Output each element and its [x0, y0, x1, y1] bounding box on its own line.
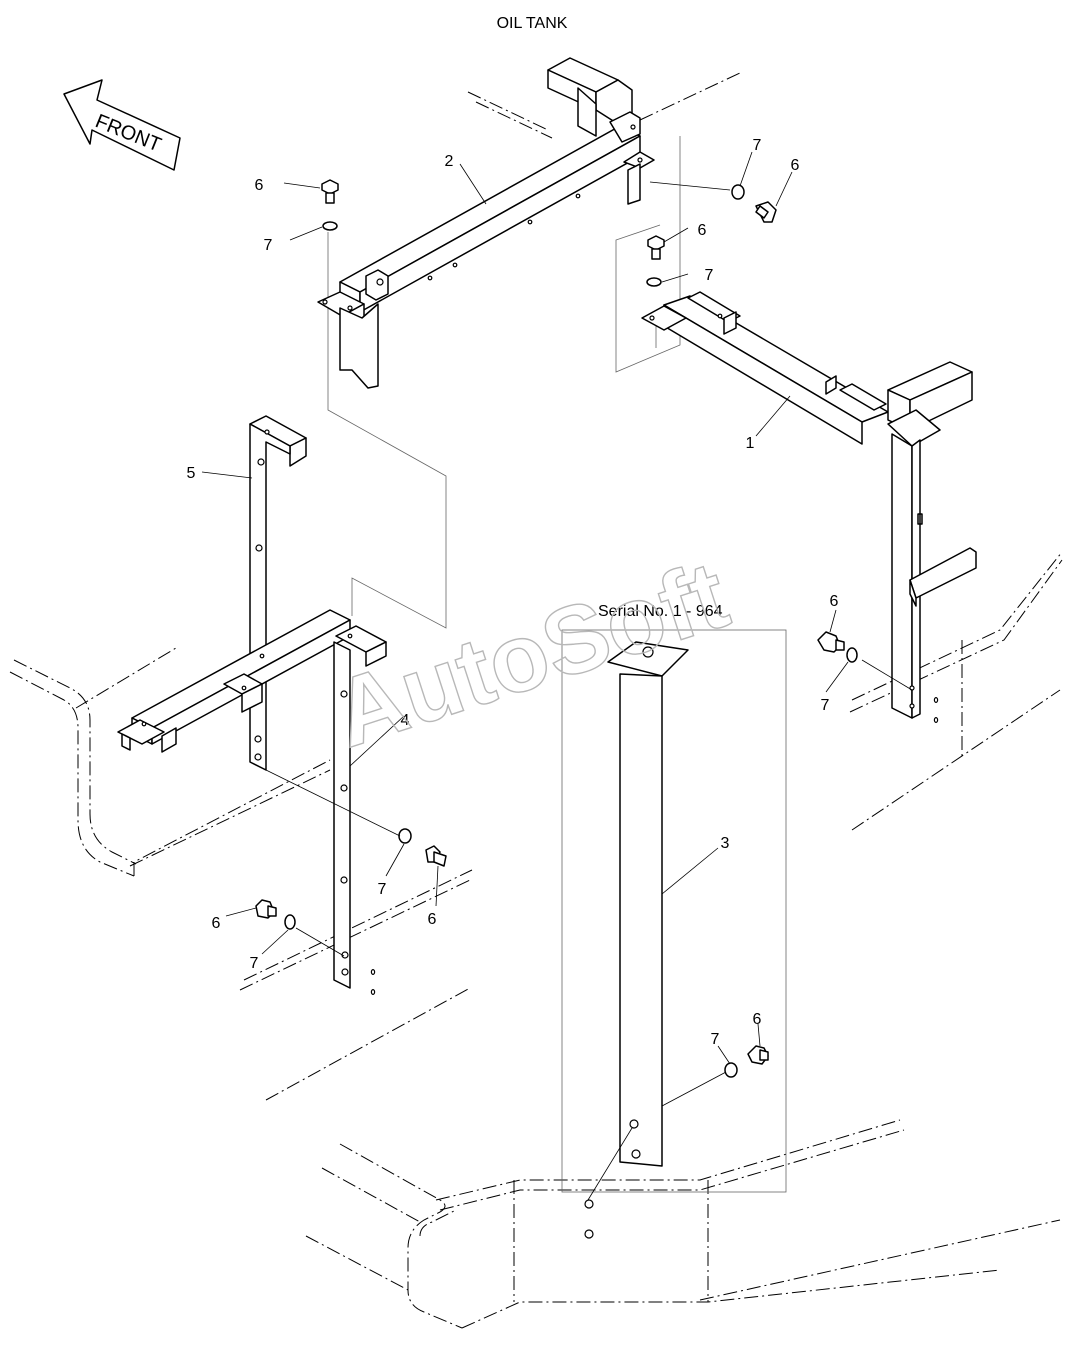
washer-icon	[724, 1062, 738, 1078]
bolt-icon	[747, 1045, 769, 1065]
callout-3: 3	[721, 835, 730, 852]
callout-6: 6	[428, 911, 437, 928]
callout-7: 7	[753, 137, 762, 154]
callout-2: 2	[445, 153, 454, 170]
washer-icon	[322, 221, 338, 231]
part-3-center-post	[584, 641, 689, 1239]
callout-7: 7	[711, 1031, 720, 1048]
callout-5: 5	[187, 465, 196, 482]
callout-7: 7	[821, 697, 830, 714]
washer-icon	[731, 184, 745, 200]
diagram-title: OIL TANK	[497, 15, 568, 32]
front-arrow-icon: FRONT	[63, 79, 181, 171]
callout-numbers: 6 7 2 7 6 6 7 1 5 4 6 7 3 7 6 6 7 7 6	[187, 137, 839, 1048]
callout-6: 6	[212, 915, 221, 932]
part-1-right-frame	[641, 291, 977, 723]
washer-icon	[646, 277, 662, 287]
callout-6: 6	[830, 593, 839, 610]
bolt-icon	[817, 631, 845, 653]
callout-1: 1	[746, 435, 755, 452]
bolts-and-washers	[255, 179, 858, 1078]
callout-4: 4	[401, 712, 410, 729]
part-4-cross-strap	[117, 609, 387, 995]
part-5-left-strap	[249, 415, 307, 771]
callout-6: 6	[255, 177, 264, 194]
bolt-icon	[755, 201, 777, 223]
leader-lines	[201, 151, 913, 1201]
callout-6: 6	[791, 157, 800, 174]
washer-icon	[284, 914, 296, 930]
washer-icon	[846, 647, 858, 663]
serial-note: Serial No. 1 - 964	[598, 603, 723, 620]
callout-7: 7	[705, 267, 714, 284]
bolt-icon	[647, 235, 665, 260]
bolt-icon	[321, 179, 339, 204]
callout-6: 6	[753, 1011, 762, 1028]
watermark: AutoSoft	[321, 541, 739, 768]
washer-icon	[398, 828, 412, 844]
callout-6: 6	[698, 222, 707, 239]
callout-7: 7	[250, 955, 259, 972]
callout-7: 7	[264, 237, 273, 254]
bolt-icon	[255, 899, 277, 919]
bolt-icon	[425, 845, 447, 867]
callout-7: 7	[378, 881, 387, 898]
part-2-upper-beam	[317, 57, 655, 389]
